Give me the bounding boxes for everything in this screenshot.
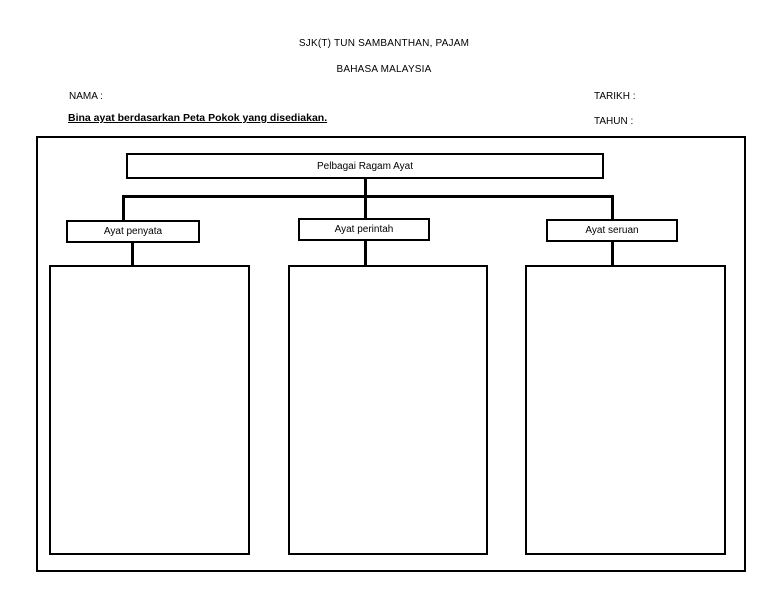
answer-box-ayat-perintah[interactable] — [288, 265, 488, 555]
answer-box-ayat-seruan[interactable] — [525, 265, 726, 555]
connector-drop-branch-3 — [611, 195, 614, 220]
connector-tail-branch-2 — [364, 241, 367, 266]
connector-tail-branch-1 — [131, 243, 134, 266]
connector-drop-branch-1 — [122, 195, 125, 221]
instruction-text: Bina ayat berdasarkan Peta Pokok yang di… — [68, 112, 328, 124]
tree-branch-node-ayat-perintah: Ayat perintah — [298, 218, 430, 241]
nama-field-label: NAMA : — [69, 91, 103, 102]
tahun-field-label: TAHUN : — [594, 116, 634, 127]
subject-title: BAHASA MALAYSIA — [336, 64, 432, 75]
tree-root-node: Pelbagai Ragam Ayat — [126, 153, 604, 179]
answer-box-ayat-penyata[interactable] — [49, 265, 250, 555]
tree-branch-node-ayat-seruan: Ayat seruan — [546, 219, 678, 242]
connector-horizontal-bar — [122, 195, 614, 198]
connector-drop-branch-2 — [364, 195, 367, 219]
tree-branch-node-ayat-penyata: Ayat penyata — [66, 220, 200, 243]
school-title: SJK(T) TUN SAMBANTHAN, PAJAM — [298, 38, 470, 49]
connector-root-stem — [364, 179, 367, 197]
connector-tail-branch-3 — [611, 242, 614, 266]
tarikh-field-label: TARIKH : — [594, 91, 636, 102]
